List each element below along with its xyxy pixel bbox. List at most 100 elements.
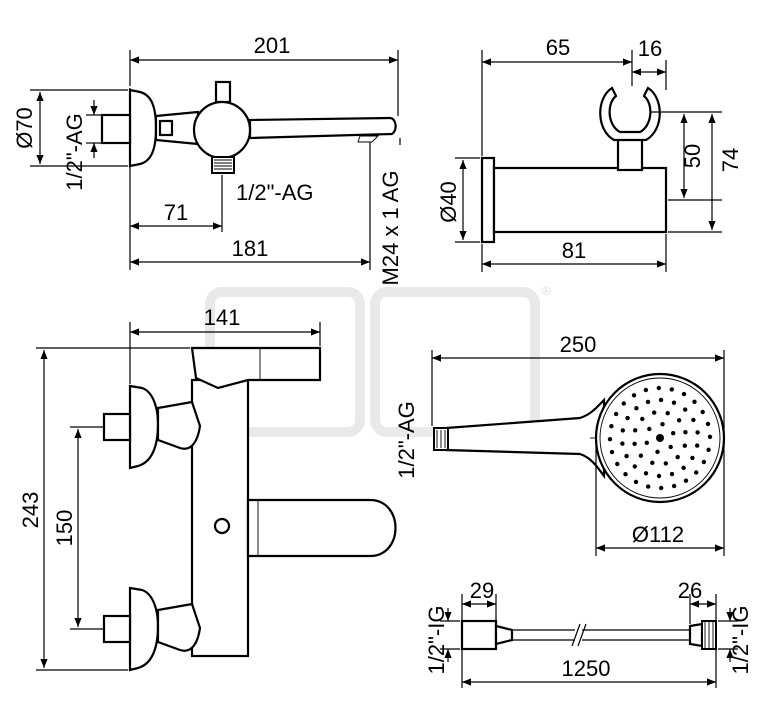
- nozzle-dot: [655, 449, 660, 454]
- side-view: 201 Ø70 1/2"-AG 1/2"-AG 71 181 M24 x 1 A…: [12, 33, 403, 285]
- dim-bottom-connection: 1/2"-AG: [236, 180, 314, 205]
- nozzle-dot: [656, 434, 664, 442]
- nozzle-dot: [621, 401, 626, 406]
- nozzle-dot: [695, 430, 700, 435]
- nozzle-dot: [660, 422, 665, 427]
- nozzle-dot: [633, 479, 639, 485]
- lower-rosette: [128, 586, 160, 672]
- dim-holder-depth: 65: [546, 35, 570, 60]
- nozzle-dot: [658, 397, 664, 403]
- nozzle-dot: [645, 399, 651, 405]
- nozzle-dot: [634, 406, 639, 411]
- nozzle-dot: [638, 453, 644, 458]
- dim-spout-thread: M24 x 1 AG: [378, 171, 403, 286]
- dim-hose-left-thread: 1/2"-IG: [424, 606, 449, 675]
- nozzle-dot: [613, 411, 619, 417]
- dim-hose-right-thread: 1/2"-IG: [728, 606, 753, 675]
- upper-connector: [102, 412, 132, 442]
- dim-front-width: 141: [204, 305, 241, 330]
- nozzle-dot: [615, 461, 620, 467]
- nozzle-dot: [683, 478, 689, 483]
- dim-shower-connection: 1/2"-AG: [394, 401, 419, 479]
- nozzle-dot: [671, 431, 676, 436]
- nozzle-dot: [692, 399, 697, 404]
- nozzle-dot: [668, 444, 673, 450]
- nozzle-dot: [707, 434, 713, 439]
- nozzle-dot: [683, 430, 688, 435]
- nozzle-dot: [669, 387, 674, 392]
- upper-arm: [156, 400, 202, 450]
- nozzle-dot: [640, 416, 645, 422]
- nozzle-dot: [694, 470, 699, 475]
- nozzle-dot: [632, 441, 637, 446]
- nozzle-dot: [656, 473, 662, 479]
- nozzle-dot: [623, 472, 628, 477]
- registered-mark: ®: [542, 284, 551, 298]
- spout: [248, 116, 397, 140]
- bottom-outlet: [211, 156, 235, 174]
- hand-shower-view: 250 1/2"-AG Ø112: [394, 332, 726, 556]
- nozzle-dot: [705, 421, 711, 427]
- holder-rosette: [480, 156, 496, 244]
- nozzle-dot: [625, 415, 630, 421]
- nozzle-dot: [656, 385, 661, 391]
- front-body: [190, 378, 250, 658]
- holder-cradle: [599, 86, 661, 142]
- dim-wall-connection: 1/2"-AG: [62, 113, 87, 191]
- dim-front-height: 243: [18, 492, 43, 529]
- nozzle-dot: [624, 453, 629, 459]
- dim-holder-diameter: Ø40: [436, 181, 461, 223]
- holder-neck: [616, 136, 644, 172]
- shower-handle: [444, 397, 606, 480]
- dim-holder-outer-height: 74: [718, 148, 743, 172]
- nozzle-dot: [676, 418, 682, 423]
- nozzle-dot: [665, 411, 670, 416]
- dim-rosette-diameter: Ø70: [12, 107, 37, 149]
- nozzle-dot: [671, 400, 677, 405]
- nozzle-dot: [681, 465, 686, 470]
- upper-rosette: [128, 384, 160, 470]
- nozzle-dot: [609, 424, 614, 429]
- nozzle-dot: [633, 428, 638, 433]
- nozzle-dot: [669, 471, 675, 477]
- arm-button: [158, 119, 174, 137]
- nozzle-dot: [706, 447, 711, 452]
- nozzle-dot: [691, 417, 696, 423]
- dim-connection-spacing: 150: [52, 510, 77, 547]
- nozzle-dot: [675, 454, 680, 460]
- top-knob: [214, 80, 232, 104]
- wall-connector: [100, 113, 132, 145]
- nozzle-dot: [607, 437, 613, 442]
- dim-holder-length: 81: [562, 238, 586, 263]
- lower-arm: [156, 602, 202, 652]
- shower-nozzles: [607, 385, 713, 491]
- dim-hose-left-nut: 29: [470, 578, 494, 603]
- hose-view: 29 26 1250 1/2"-IG 1/2"-IG: [424, 578, 753, 688]
- dim-body-width: 181: [232, 236, 269, 261]
- nozzle-dot: [620, 428, 625, 433]
- nozzle-dot: [671, 483, 677, 489]
- nozzle-dot: [646, 484, 651, 489]
- nozzle-dot: [620, 441, 625, 446]
- wall-rosette: [128, 88, 158, 168]
- nozzle-dot: [659, 485, 664, 491]
- front-handle: [190, 346, 322, 390]
- front-spout: [246, 498, 397, 558]
- dim-hose-length: 1250: [562, 656, 611, 681]
- nozzle-dot: [683, 407, 688, 412]
- nozzle-dot: [643, 471, 649, 476]
- dim-overall-width: 201: [254, 33, 291, 58]
- nozzle-dot: [695, 443, 700, 448]
- nozzle-dot: [663, 461, 668, 466]
- dim-shower-length: 250: [560, 332, 597, 357]
- dim-holder-width: 16: [638, 36, 662, 61]
- nozzle-dot: [701, 459, 707, 465]
- mixer-body: [192, 100, 252, 160]
- holder-view: 65 16 Ø40 50 74 81: [436, 35, 743, 272]
- nozzle-dot: [644, 440, 649, 445]
- nozzle-dot: [647, 426, 652, 432]
- nozzle-dot: [609, 449, 615, 455]
- nozzle-dot: [652, 410, 657, 415]
- nozzle-dot: [681, 391, 687, 397]
